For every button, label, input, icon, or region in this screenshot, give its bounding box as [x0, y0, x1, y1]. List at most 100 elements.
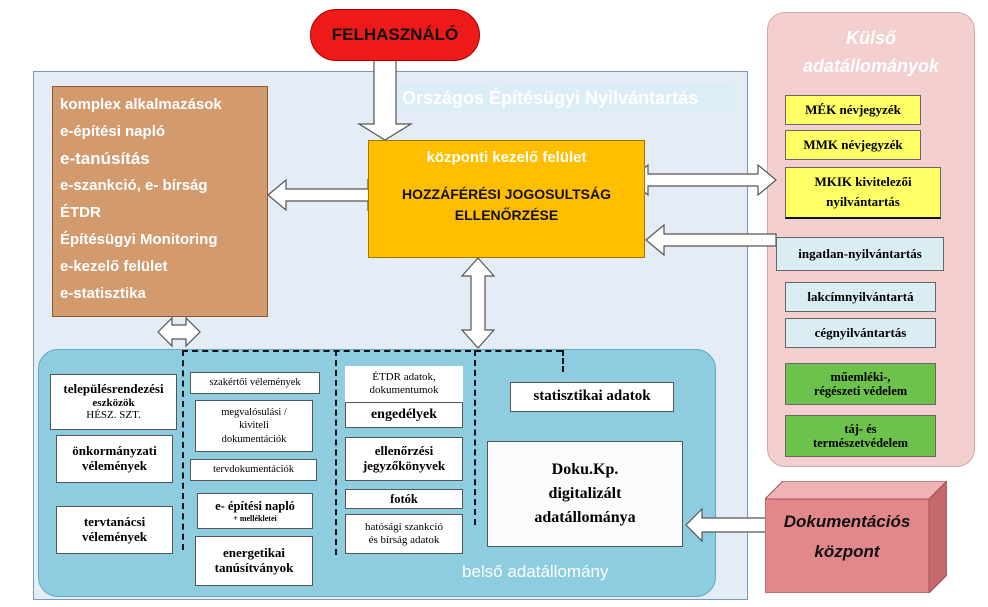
- user-box: FELHASZNÁLÓ: [310, 9, 480, 61]
- int-tervt-line1: tervtanácsi: [83, 514, 146, 530]
- ext-mek: MÉK névjegyzék: [785, 95, 921, 125]
- apps-item: e-statisztika: [60, 285, 146, 302]
- external-title-line1: Külső: [845, 28, 896, 48]
- int-ell-line1: ellenőrzési: [374, 443, 434, 459]
- apps-item: e-kezelő felület: [60, 258, 168, 275]
- int-tervdok-label: tervdokumentációk: [212, 463, 295, 475]
- registry-title-text: Országos Építésügyi Nyilvántartás: [402, 88, 699, 108]
- arrow-apps-internal: [157, 316, 201, 348]
- doc-center-shape: [765, 481, 947, 593]
- ext-ceg: cégnyilvántartás: [785, 318, 936, 348]
- int-etdr-adatok: ÉTDR adatok, dokumentumok: [345, 366, 463, 402]
- apps-item: Építésügyi Monitoring: [60, 231, 218, 248]
- int-hat-line1: hatósági szankció: [365, 521, 443, 534]
- int-onkormanyzati: önkormányzati vélemények: [56, 435, 173, 483]
- arrow-central-internal: [460, 257, 496, 349]
- int-hatosagi: hatósági szankció és bírság adatok: [345, 514, 463, 554]
- ext-ceg-label: cégnyilvántartás: [814, 324, 907, 340]
- ext-taj-line1: táj- és: [844, 421, 877, 436]
- int-e-epitesi-naplo: e- építési napló + mellékletei: [197, 493, 313, 529]
- int-szakertoi: szakértői vélemények: [190, 372, 320, 394]
- int-tervt-line2: vélemények: [82, 529, 147, 544]
- arrow-user-down: [356, 51, 414, 141]
- int-fotok: fotók: [345, 489, 463, 509]
- central-title: központi kezelő felület: [426, 149, 587, 166]
- int-telep-line1: településrendezési: [63, 380, 164, 396]
- ext-taj-line2: természetvédelem: [812, 436, 909, 450]
- arrow-external-central: [645, 223, 777, 257]
- external-title: Külső adatállományok: [767, 24, 975, 80]
- registry-title: [398, 84, 734, 112]
- apps-item: ÉTDR: [60, 204, 101, 221]
- doc-center-text: Dokumentációs központ: [765, 507, 929, 567]
- arrow-doc-center-in: [685, 507, 769, 543]
- ext-mkik: MKIK kivitelezői nyilvántartás: [785, 167, 941, 219]
- dash-right: [562, 350, 564, 372]
- int-onk-line2: vélemények: [82, 458, 147, 473]
- ext-mek-label: MÉK névjegyzék: [805, 101, 901, 117]
- int-energetikai: energetikai tanúsítványok: [195, 536, 313, 586]
- int-telep-line3: HÉSZ. SZT.: [86, 409, 141, 422]
- int-stats-label: statisztikai adatok: [533, 388, 651, 405]
- doc-center-line1: Dokumentációs: [783, 512, 911, 531]
- ext-muemleki-line2: régészeti védelem: [813, 384, 908, 398]
- int-megvalosulasi: megvalósulási / kiviteli dokumentációk: [195, 400, 313, 452]
- external-title-line2: adatállományok: [802, 56, 940, 76]
- int-tervdok: tervdokumentációk: [190, 459, 317, 481]
- ext-mmk: MMK névjegyzék: [785, 130, 921, 160]
- int-hat-line2: és bírság adatok: [368, 534, 440, 546]
- int-ellenorzesi: ellenőrzési jegyzőkönyvek: [345, 437, 463, 481]
- internal-label: belső adatállomány: [462, 562, 609, 581]
- int-etdr-line2: dokumentumok: [369, 384, 439, 396]
- int-etdr-line1: ÉTDR adatok,: [372, 371, 436, 384]
- int-energ-line2: tanúsítványok: [214, 560, 294, 575]
- int-naplo-line1: e- építési napló: [215, 499, 295, 514]
- ext-ingatlan: ingatlan-nyilvántartás: [776, 237, 944, 271]
- central-box: központi kezelő felület HOZZÁFÉRÉSI JOGO…: [368, 140, 645, 258]
- ext-mmk-label: MMK névjegyzék: [803, 136, 903, 152]
- doc-center-line2: központ: [814, 542, 880, 561]
- user-label: FELHASZNÁLÓ: [331, 25, 459, 44]
- ext-lakcim-label: lakcímnyilvántartá: [807, 288, 914, 304]
- int-doku-line1: Doku.Kp.: [551, 461, 619, 478]
- ext-taj: táj- és természetvédelem: [785, 415, 936, 457]
- doc-center: Dokumentációs központ: [765, 481, 947, 593]
- int-telepulesrendezesi: településrendezési eszközök HÉSZ. SZT.: [50, 374, 177, 430]
- arrow-central-external: [629, 163, 777, 197]
- dash-col1: [182, 350, 184, 550]
- apps-title: komplex alkalmazások: [60, 96, 222, 113]
- int-energ-line1: energetikai: [222, 545, 286, 561]
- int-engedelyek: engedélyek: [345, 402, 463, 428]
- ext-muemleki: műemléki-, régészeti védelem: [785, 363, 936, 405]
- central-line2: ELLENŐRZÉSE: [454, 207, 559, 223]
- int-ell-line2: jegyzőkönyvek: [362, 458, 446, 473]
- apps-box: komplex alkalmazások e-építési napló e-t…: [52, 86, 268, 317]
- central-line1: HOZZÁFÉRÉSI JOGOSULTSÁG: [402, 186, 611, 202]
- int-doku-line2: digitalizált: [548, 485, 622, 502]
- int-megv-line2: kiviteli: [239, 420, 269, 432]
- int-engedelyek-label: engedélyek: [370, 406, 438, 422]
- apps-item: e-szankció, e- bírság: [60, 177, 208, 194]
- int-doku-kp: Doku.Kp. digitalizált adatállománya: [487, 441, 683, 547]
- int-fotok-label: fotók: [390, 491, 418, 506]
- ext-muemleki-line1: műemléki-,: [830, 369, 891, 384]
- apps-item: e-tanúsítás: [60, 149, 150, 168]
- int-doku-line3: adatállománya: [534, 509, 636, 526]
- int-megv-line1: megvalósulási /: [221, 406, 287, 418]
- ext-lakcim: lakcímnyilvántartá: [785, 282, 936, 312]
- dash-col2: [335, 350, 337, 555]
- apps-item: e-építési napló: [60, 123, 166, 140]
- ext-mkik-line2: nyilvántartás: [826, 194, 900, 209]
- int-telep-line2: eszközök: [92, 396, 135, 409]
- int-megv-line3: dokumentációk: [221, 433, 287, 445]
- dash-col3: [474, 350, 476, 525]
- int-statisztikai: statisztikai adatok: [510, 382, 674, 412]
- int-tervtanacsi: tervtanácsi vélemények: [56, 506, 173, 554]
- int-onk-line1: önkormányzati: [72, 443, 157, 459]
- ext-ingatlan-label: ingatlan-nyilvántartás: [798, 245, 922, 261]
- int-szak-label: szakértői vélemények: [209, 376, 301, 388]
- int-naplo-line2: + mellékletei: [233, 513, 277, 523]
- dash-top: [182, 350, 562, 352]
- ext-mkik-line1: MKIK kivitelezői: [814, 174, 912, 190]
